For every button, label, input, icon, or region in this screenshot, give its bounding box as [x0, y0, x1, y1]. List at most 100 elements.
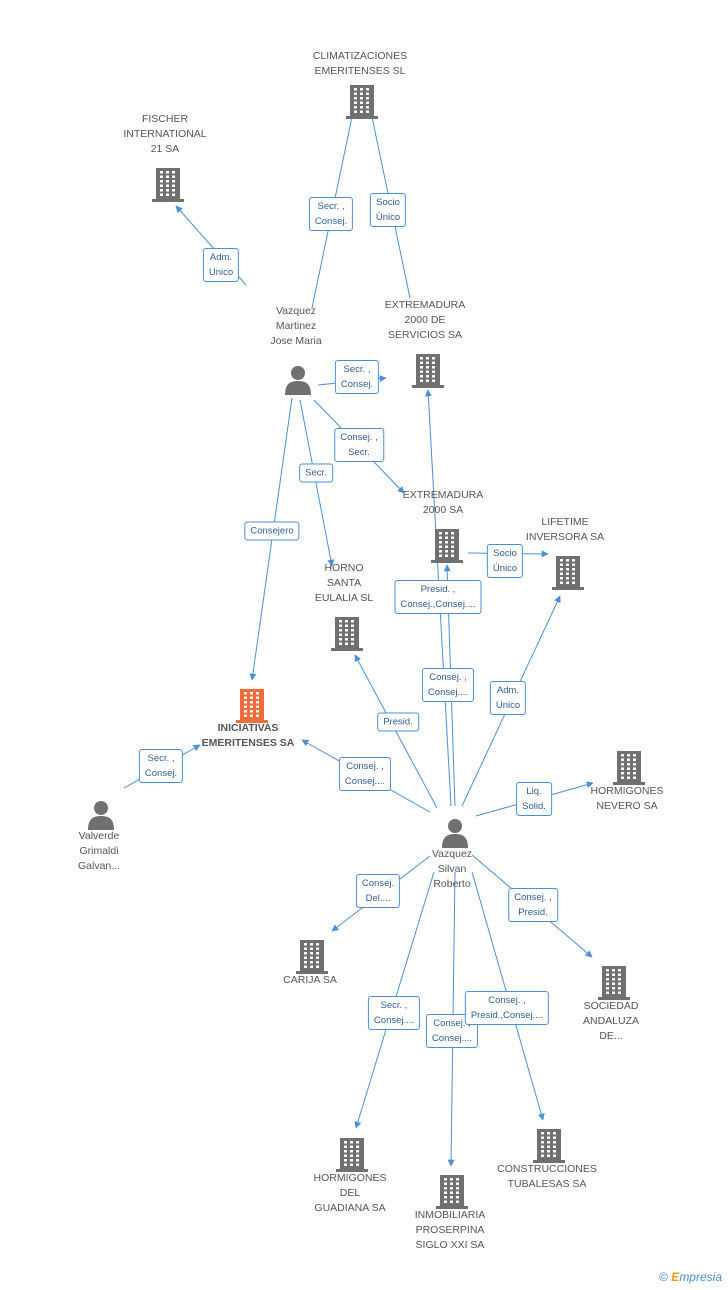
node-label-line: EMERITENSES SA — [201, 737, 295, 749]
building-icon[interactable] — [552, 556, 584, 595]
node-label-line: INMOBILIARIA — [414, 1209, 486, 1221]
node-label-line: 2000 DE — [404, 314, 446, 326]
node-label-line: SOCIEDAD — [583, 1000, 639, 1012]
node-label-line: HORMIGONES — [313, 1172, 387, 1184]
building-icon[interactable] — [346, 85, 378, 124]
focus-building-icon[interactable] — [236, 689, 268, 728]
edge-label-line: Secr. , — [147, 753, 175, 764]
node-label-line: NEVERO SA — [596, 800, 658, 812]
edge-label[interactable]: Adm.Unico — [202, 248, 240, 282]
node-label-line: INICIATIVAS — [217, 722, 279, 734]
edge-label-line: Adm. — [496, 685, 520, 696]
edge-label[interactable]: Secr. ,Consej. — [334, 360, 380, 394]
node-label-climatizaciones[interactable]: CLIMATIZACIONES EMERITENSES SL — [313, 49, 407, 79]
edge-label-line: Consej. , — [488, 995, 526, 1006]
edge-label-line: Consej. — [314, 216, 348, 227]
node-label-extremadura-2000[interactable]: EXTREMADURA 2000 SA — [403, 488, 484, 518]
edge-label-line: Consej.... — [427, 687, 469, 698]
node-label-iniciativas[interactable]: INICIATIVAS EMERITENSES SA — [202, 721, 295, 751]
building-icon[interactable] — [431, 529, 463, 568]
edge-label-line: Único — [492, 563, 518, 574]
node-label-line: INVERSORA SA — [525, 531, 605, 543]
edge-label[interactable]: Consejero — [244, 521, 300, 541]
building-icon[interactable] — [152, 168, 184, 207]
edge-label-line: Secr. , — [317, 201, 345, 212]
node-label-line: 2000 SA — [422, 504, 464, 516]
edge-label-line: Socio — [493, 548, 517, 559]
node-label-line: Roberto — [433, 878, 471, 890]
person-icon[interactable] — [441, 818, 469, 853]
building-icon[interactable] — [436, 1175, 468, 1214]
node-label-line: SIGLO XXI SA — [415, 1239, 485, 1251]
edge-label-line: Consej. , — [429, 672, 467, 683]
node-label-line: PROSERPINA — [415, 1224, 485, 1236]
building-icon[interactable] — [533, 1129, 565, 1168]
edge-label-line: Consej. — [361, 878, 395, 889]
node-label-hormigones-nevero[interactable]: HORMIGONES NEVERO SA — [591, 784, 664, 814]
node-label-inmobiliaria-proserpina[interactable]: INMOBILIARIA PROSERPINA SIGLO XXI SA — [415, 1208, 486, 1253]
edge-label-line: Solid. — [522, 801, 546, 812]
edge-label[interactable]: Consej. ,Presid.,Consej.... — [464, 991, 550, 1025]
edge-label-line: Secr. — [305, 467, 327, 479]
edge-label-line: Del.... — [365, 893, 391, 904]
edge-label[interactable]: Secr. ,Consej. — [138, 749, 184, 783]
edge-label-line: Presid. , — [420, 584, 456, 595]
edge-label[interactable]: Consej. ,Consej.... — [338, 757, 392, 791]
node-label-line: HORMIGONES — [590, 785, 664, 797]
node-label-line: Jose Maria — [270, 335, 322, 347]
building-icon[interactable] — [336, 1138, 368, 1177]
edge-label[interactable]: Consej. , Consej.... — [421, 668, 475, 702]
person-icon[interactable] — [284, 365, 312, 400]
building-icon[interactable] — [412, 354, 444, 393]
edge-label[interactable]: Adm. Unico — [489, 681, 527, 715]
edge-label-line: Presid. — [518, 907, 548, 918]
edge-label[interactable]: Secr. ,Consej.... — [367, 996, 421, 1030]
edge-label-line: Unico — [495, 700, 521, 711]
edge-label-line: Consej.... — [373, 1015, 415, 1026]
edge-label[interactable]: Liq.Solid. — [516, 782, 552, 816]
node-label-line: DEL — [339, 1187, 361, 1199]
node-label-line: Silvan — [437, 863, 467, 875]
edge-label-line: Consej.,Consej.... — [400, 599, 476, 610]
building-icon[interactable] — [296, 940, 328, 979]
node-label-line: Grimaldi — [79, 845, 119, 857]
edge-label[interactable]: Secr. — [299, 463, 333, 483]
building-icon[interactable] — [598, 966, 630, 1005]
edge-label[interactable]: Presid. — [377, 712, 419, 732]
edge-label[interactable]: Consej. ,Consej.... — [425, 1014, 479, 1048]
node-label-line: CONSTRUCCIONES — [497, 1163, 597, 1175]
edge-label-line: Único — [375, 212, 401, 223]
building-icon[interactable] — [331, 617, 363, 656]
edge-label[interactable]: Consej. ,Secr. — [334, 428, 384, 462]
person-icon[interactable] — [87, 800, 115, 835]
node-label-line: EMERITENSES SL — [314, 65, 406, 77]
edge-label[interactable]: Secr. , Consej. — [308, 197, 354, 231]
node-label-line: EXTREMADURA — [402, 489, 484, 501]
node-label-line: CLIMATIZACIONES — [312, 50, 408, 62]
node-label-line: FISCHER — [141, 113, 189, 125]
edge-label-line: Consej. , — [346, 761, 384, 772]
edge-vazquez-silvan-to-horno-santa-eulalia — [354, 654, 438, 809]
node-label-line: Galvan... — [77, 860, 121, 872]
footer-brand: © Empresia — [659, 1270, 722, 1284]
node-label-carija[interactable]: CARIJA SA — [283, 973, 337, 988]
edge-label[interactable]: Presid. , Consej.,Consej.... — [394, 580, 482, 614]
building-icon[interactable] — [613, 751, 645, 790]
edge-label[interactable]: Consej. ,Presid. — [508, 888, 558, 922]
node-label-line: DE... — [599, 1030, 623, 1042]
edge-label[interactable]: Consej. Del.... — [355, 874, 401, 908]
node-label-line: Valverde — [78, 830, 120, 842]
